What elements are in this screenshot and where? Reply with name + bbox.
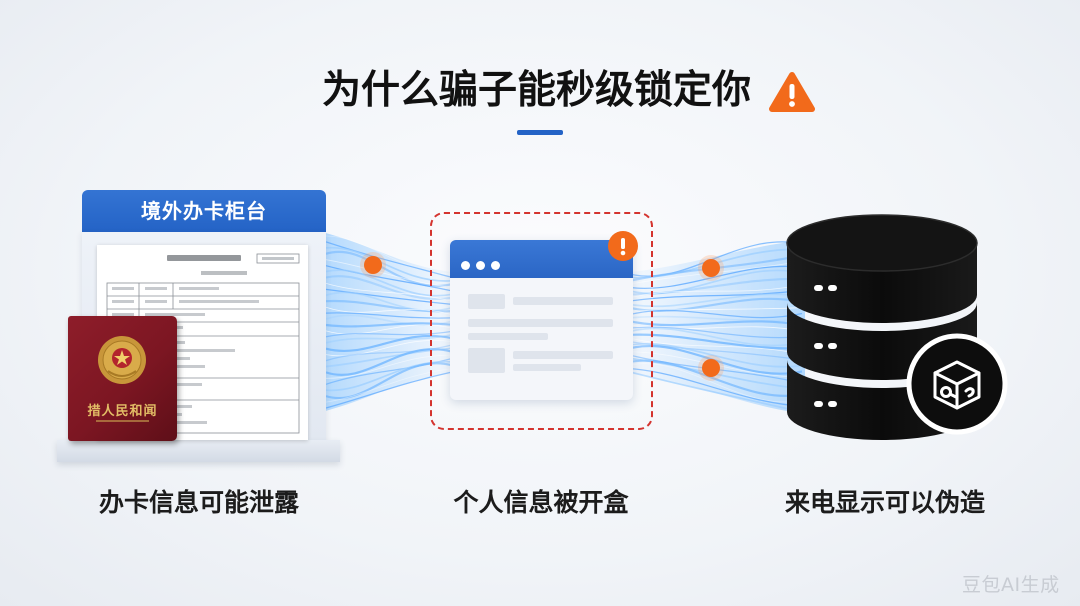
warning-triangle-icon <box>769 72 815 112</box>
window-dot-icon <box>476 261 485 270</box>
light-streak <box>629 265 803 289</box>
content-placeholder <box>513 297 613 305</box>
database-icon <box>786 214 1008 440</box>
light-streak <box>325 259 453 288</box>
light-streak <box>325 334 453 352</box>
light-streak <box>325 324 453 335</box>
light-streak <box>629 359 803 397</box>
light-streak <box>325 265 453 292</box>
emblem-icon <box>98 336 146 384</box>
connector-dot <box>698 255 724 281</box>
light-streak <box>629 293 803 308</box>
light-streak <box>325 312 453 319</box>
left-streak-group <box>325 235 453 409</box>
passport-cover-text: 措人民和闻 <box>87 404 158 419</box>
title-underline <box>517 130 563 135</box>
page-title: 为什么骗子能秒级锁定你 <box>322 68 752 113</box>
light-streak <box>629 309 803 319</box>
content-placeholder <box>513 351 613 359</box>
light-streak <box>629 307 803 312</box>
watermark: 豆包AI生成 <box>962 574 1060 596</box>
cube-key-icon <box>906 333 1008 435</box>
light-streak <box>629 315 803 322</box>
light-streak <box>325 371 453 409</box>
light-streak <box>629 343 803 368</box>
light-streak <box>325 241 453 279</box>
light-streak <box>325 330 453 338</box>
content-placeholder <box>468 333 548 340</box>
content-placeholder <box>468 348 505 373</box>
light-streak <box>629 371 803 413</box>
counter-header: 境外办卡柜台 <box>82 190 326 232</box>
light-streak <box>325 288 453 306</box>
light-streak <box>325 250 453 288</box>
light-streak <box>629 333 803 350</box>
light-streak <box>325 354 453 379</box>
light-streak <box>325 340 453 357</box>
window-dot-icon <box>491 261 500 270</box>
browser-title-bar <box>450 240 633 278</box>
light-streak <box>629 269 803 295</box>
light-streak <box>325 283 453 302</box>
passport-icon: 措人民和闻 <box>68 316 177 441</box>
light-streak <box>325 275 453 300</box>
browser-window-icon <box>450 240 633 400</box>
light-streak <box>325 368 453 403</box>
right-glow-band <box>630 240 805 414</box>
light-streak <box>325 322 453 328</box>
content-placeholder <box>468 294 505 309</box>
content-placeholder <box>513 364 581 371</box>
alert-badge-icon <box>608 231 638 261</box>
window-dot-icon <box>461 261 470 270</box>
light-streak <box>325 269 453 297</box>
content-placeholder <box>468 319 613 327</box>
right-streak-group <box>629 241 803 413</box>
caption-card-info-leak: 办卡信息可能泄露 <box>98 488 299 517</box>
connector-dot <box>360 252 386 278</box>
passport-subtitle-line <box>96 420 149 422</box>
light-streak <box>629 326 803 339</box>
light-streak <box>629 363 803 403</box>
light-streak <box>629 289 803 302</box>
light-streak <box>325 348 453 376</box>
light-streak <box>629 320 803 327</box>
light-streak <box>325 246 453 282</box>
light-streak <box>629 284 803 299</box>
caption-caller-id-spoof: 来电显示可以伪造 <box>784 488 985 517</box>
light-streak <box>325 362 453 400</box>
light-streak <box>629 327 803 347</box>
light-streak <box>629 367 803 407</box>
light-streak <box>325 306 453 315</box>
light-streak <box>325 333 453 344</box>
database-top <box>786 214 978 272</box>
light-streak <box>629 337 803 355</box>
caption-info-exposed: 个人信息被开盒 <box>453 488 629 517</box>
counter-base <box>57 440 340 462</box>
status-light-icon <box>814 285 837 407</box>
connector-dot <box>698 355 724 381</box>
